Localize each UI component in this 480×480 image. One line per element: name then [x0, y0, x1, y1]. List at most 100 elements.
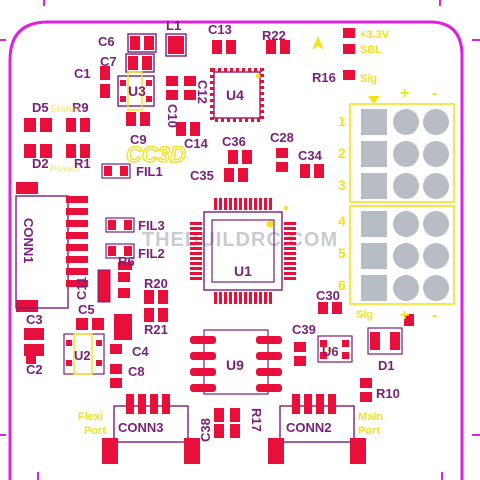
row-number: 6 [338, 277, 346, 293]
component-r-small [118, 272, 130, 298]
label-main-port: Port [358, 425, 380, 437]
component-u9 [190, 329, 282, 395]
label-c7: C7 [100, 54, 117, 69]
servo-header [349, 96, 455, 305]
header-pin-square [361, 141, 387, 167]
header-pin-round [423, 173, 449, 199]
component-c36 [228, 150, 252, 164]
component-r16 [343, 28, 355, 80]
header-pin-round [423, 109, 449, 135]
label-r1: R1 [74, 156, 91, 171]
label-u3: U3 [128, 83, 146, 99]
label-d1: D1 [378, 358, 395, 373]
component-c11 [97, 269, 111, 303]
label-status: Status [50, 104, 81, 115]
component-fil3 [105, 217, 135, 233]
label-plus-bottom: + [400, 307, 409, 324]
component-c35 [224, 168, 248, 182]
header-pin-square [361, 211, 387, 237]
label-c4: C4 [132, 344, 149, 359]
row-number: 1 [338, 113, 346, 129]
label-c2: C2 [26, 362, 43, 377]
component-c39 [294, 342, 306, 366]
label-sig-top: Sig [360, 73, 377, 85]
header-row-numbers: 1 2 3 4 5 6 [338, 113, 346, 293]
component-r9 [66, 118, 90, 132]
label-c9: C9 [130, 132, 147, 147]
component-c7 [125, 53, 155, 73]
label-flexi-port: Port [84, 425, 106, 437]
label-3v3: +3.3V [360, 29, 390, 41]
component-c2 [26, 352, 36, 364]
label-c3: C3 [26, 312, 43, 327]
header-pin-round [423, 141, 449, 167]
component-d5 [24, 118, 52, 132]
component-u2 [63, 333, 105, 375]
component-u1 [190, 198, 296, 304]
label-r20: R20 [144, 276, 168, 291]
orientation-arrow [312, 36, 324, 50]
component-r10 [360, 378, 372, 402]
label-ccsd-logo: CC3D [126, 142, 186, 167]
header-pin-round [393, 109, 419, 135]
label-conn2: CONN2 [286, 420, 332, 435]
header-pins [361, 109, 449, 301]
component-r20 [144, 290, 168, 304]
component-c6 [127, 33, 157, 53]
label-sig-bottom: Sig [356, 309, 373, 321]
component-c9 [126, 112, 150, 126]
header-pin-square [361, 243, 387, 269]
header-pin-square [361, 109, 387, 135]
header-pin-round [423, 211, 449, 237]
component-r1 [66, 144, 90, 158]
label-c13: C13 [208, 22, 232, 37]
label-c39: C39 [292, 322, 316, 337]
label-fil2: FIL2 [138, 246, 165, 261]
label-u1: U1 [234, 263, 252, 279]
component-c30 [318, 302, 342, 314]
component-d1 [367, 314, 414, 355]
label-power: Power [50, 164, 80, 175]
row-number: 4 [338, 213, 346, 229]
component-c5 [76, 318, 104, 330]
component-fil2 [105, 243, 135, 259]
label-r9: R9 [72, 100, 89, 115]
component-c-mid [114, 314, 132, 340]
row-number: 5 [338, 245, 346, 261]
label-u2: U2 [74, 348, 91, 363]
label-u4: U4 [226, 87, 244, 103]
label-c11: C11 [74, 277, 89, 300]
component-c3 [24, 328, 44, 356]
header-pin-round [393, 275, 419, 301]
header-pin-round [423, 243, 449, 269]
label-conn3: CONN3 [118, 420, 164, 435]
label-minus-bottom: - [432, 307, 437, 324]
label-r22: R22 [262, 28, 286, 43]
component-c14 [176, 122, 200, 136]
label-r6: R6 [118, 254, 135, 269]
header-pin-square [361, 173, 387, 199]
component-u3 [117, 71, 155, 111]
label-c10: C10 [165, 104, 180, 128]
label-d2: D2 [32, 156, 49, 171]
component-conn2 [268, 394, 366, 464]
row-number: 3 [338, 177, 346, 193]
component-u4 [210, 68, 264, 122]
component-c1 [100, 66, 110, 98]
label-c8: C8 [128, 364, 145, 379]
component-r6 [118, 262, 132, 270]
label-r21: R21 [144, 322, 168, 337]
component-l1 [165, 33, 187, 57]
board-outline [8, 20, 464, 480]
label-c5: C5 [78, 302, 95, 317]
component-d2 [24, 144, 52, 158]
label-minus-top: - [432, 85, 437, 102]
label-c30: C30 [316, 288, 340, 303]
label-c35: C35 [190, 168, 214, 183]
component-c13 [212, 40, 236, 54]
component-conn3 [102, 394, 200, 464]
label-sbl: SBL [360, 44, 382, 56]
component-r22 [266, 40, 290, 54]
